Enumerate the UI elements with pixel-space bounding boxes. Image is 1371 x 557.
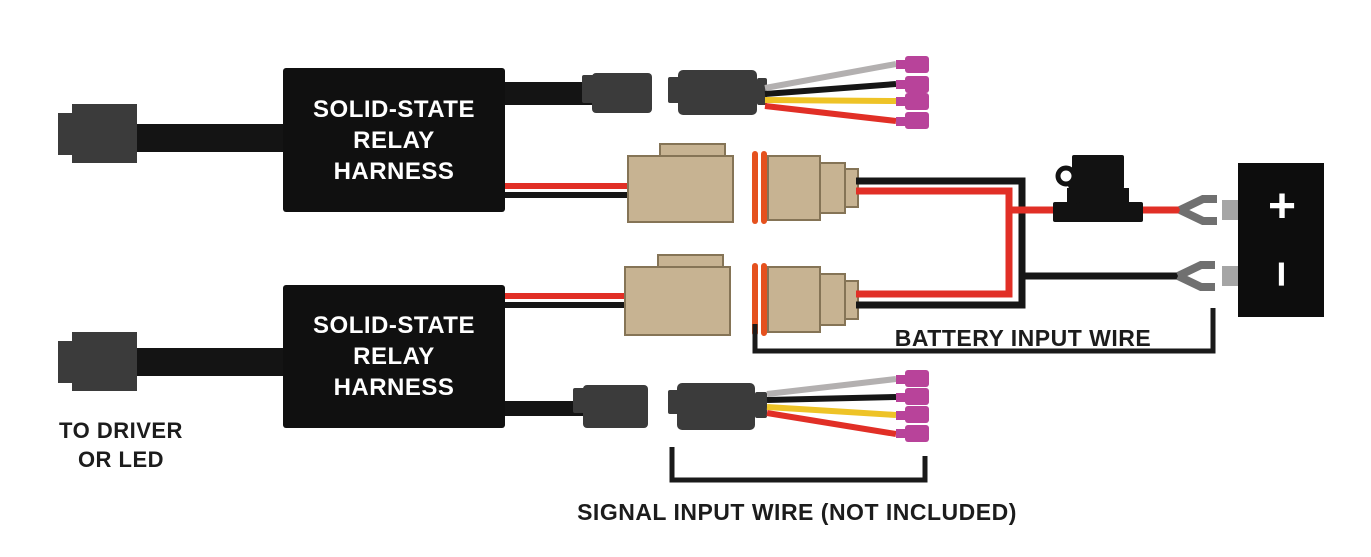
signal-connector-collar-2 <box>668 77 680 103</box>
tan-connector-pair-2 <box>624 254 731 336</box>
driver-connector-icon-1 <box>58 104 137 163</box>
signal-wire-red-1 <box>764 103 897 124</box>
fuse-lanyard-loop-icon <box>1055 165 1077 187</box>
signal-connector-collar-4 <box>668 390 679 414</box>
fuse-base-icon <box>1053 202 1143 222</box>
relay-box-2 <box>283 285 505 428</box>
terminal-neck-icon <box>896 97 906 106</box>
signal-connector-male-2 <box>583 385 648 428</box>
terminal-neck-icon <box>896 411 906 420</box>
signal-connector-female-1 <box>678 70 757 115</box>
bullet-terminal-icon <box>905 76 929 93</box>
tan-connector-pair-1 <box>627 143 734 223</box>
bullet-terminals-bottom <box>896 370 929 442</box>
battery-wire-black <box>856 177 1026 309</box>
driver-connector-icon-2 <box>58 332 137 391</box>
to-driver-or-led-label: TO DRIVER OR LED <box>59 418 183 472</box>
battery-positive-label: + <box>1267 180 1297 233</box>
fuse-cap-icon <box>1072 155 1124 189</box>
signal-wire-yellow-2 <box>766 404 897 418</box>
seal-ring-icon <box>761 263 767 336</box>
plug-step-icon <box>819 273 846 326</box>
driver-wire-2 <box>137 348 284 376</box>
bullet-terminal-icon <box>905 93 929 110</box>
battery-post-positive-icon <box>1222 200 1239 220</box>
seal-ring-icon <box>752 151 758 224</box>
signal-connector-female-2 <box>677 383 755 430</box>
signal-connector-male-1 <box>592 73 652 113</box>
terminal-neck-icon <box>896 117 906 126</box>
tan-plug-2 <box>767 266 859 333</box>
bullet-terminal-icon <box>905 388 929 405</box>
fork-terminal-negative-icon <box>1176 261 1215 291</box>
signal-connector-collar-1 <box>582 75 594 103</box>
signal-wire-stub-2 <box>505 401 585 416</box>
battery-post-negative-icon <box>1222 266 1239 286</box>
terminal-neck-icon <box>896 80 906 89</box>
bullet-terminal-icon <box>905 406 929 423</box>
bullet-terminal-icon <box>905 425 929 442</box>
signal-wire-black-1 <box>764 81 897 97</box>
relay-box-1-label: SOLID-STATE RELAY HARNESS <box>313 96 475 185</box>
signal-input-wire-label: SIGNAL INPUT WIRE (NOT INCLUDED) <box>577 499 1017 525</box>
battery-input-wire-label: BATTERY INPUT WIRE <box>894 325 1152 351</box>
fork-terminal-positive-icon <box>1178 195 1217 225</box>
plug-body-icon <box>767 266 821 333</box>
signal-wire-black-2 <box>766 394 897 403</box>
seal-ring-icon <box>752 263 758 336</box>
relay-box-2-label: SOLID-STATE RELAY HARNESS <box>313 312 475 401</box>
tan-receptacle-1 <box>627 155 734 223</box>
battery-input-bracket <box>752 308 1216 354</box>
seal-ring-icon <box>761 151 767 224</box>
signal-wire-gray-2 <box>766 376 897 397</box>
signal-wire-red-2 <box>766 410 897 437</box>
signal-wire-stub-1 <box>505 82 593 105</box>
bullet-terminal-icon <box>905 370 929 387</box>
signal-connector-nose-1 <box>757 78 767 105</box>
battery-negative-label: − <box>1256 260 1308 288</box>
bullet-terminal-icon <box>905 56 929 73</box>
signal-wire-yellow-1 <box>764 97 897 104</box>
battery-box <box>1238 163 1324 317</box>
plug-nose-icon <box>844 280 859 320</box>
terminal-neck-icon <box>896 60 906 69</box>
bullet-terminal-icon <box>905 112 929 129</box>
signal-connector-collar-3 <box>573 388 585 413</box>
terminal-neck-icon <box>896 375 906 384</box>
bullet-terminals-top <box>896 56 929 129</box>
fuse-lanyard-link-icon <box>1066 181 1081 204</box>
fuse-holder-icon <box>1053 155 1143 222</box>
tan-receptacle-2 <box>624 266 731 336</box>
driver-wire-1 <box>137 124 284 152</box>
signal-connector-nose-2 <box>755 392 767 418</box>
terminal-neck-icon <box>896 393 906 402</box>
signal-wire-gray-1 <box>764 61 897 91</box>
terminal-neck-icon <box>896 429 906 438</box>
battery-wire-red <box>856 187 1013 298</box>
plug-body-icon <box>767 155 821 221</box>
fuse-mid-icon <box>1067 188 1129 204</box>
plug-step-icon <box>819 162 846 214</box>
signal-input-bracket <box>669 447 928 483</box>
tan-plug-1 <box>767 155 859 221</box>
relay-box-1 <box>283 68 505 212</box>
